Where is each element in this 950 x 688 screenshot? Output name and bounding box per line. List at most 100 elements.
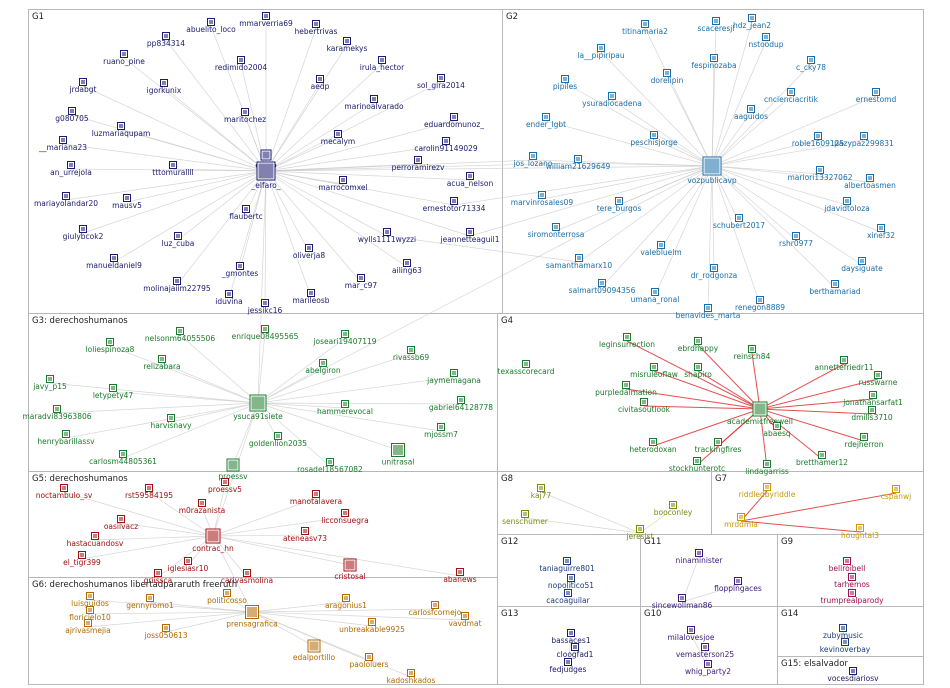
- node-jos_lozano[interactable]: jos_lozano: [513, 152, 553, 169]
- node-rshr0977[interactable]: rshr0977: [779, 232, 813, 249]
- node-edalportillo[interactable]: edalportillo: [293, 639, 336, 662]
- node-schubert2017[interactable]: schubert2017: [713, 214, 765, 231]
- node-sol_gira2014[interactable]: sol_gira2014: [417, 74, 465, 91]
- node-kaj77[interactable]: kaj77: [531, 484, 552, 501]
- node-tttomurallll[interactable]: tttomurallll: [152, 161, 194, 178]
- node-rivassb69[interactable]: rivassb69: [393, 346, 430, 363]
- node-rosadel18567082[interactable]: rosadel18567082: [297, 458, 363, 475]
- node-ateneasv73[interactable]: ateneasv73: [283, 527, 327, 544]
- node-mariayolandar20[interactable]: mariayolandar20: [34, 192, 98, 209]
- node-annettefriedr11[interactable]: annettefriedr11: [814, 356, 874, 373]
- node-paololuers[interactable]: paololuers: [349, 653, 389, 670]
- node-floricielo10[interactable]: floricielo10: [69, 606, 111, 623]
- node-sincewollman86[interactable]: sincewollman86: [652, 594, 713, 611]
- node-carolin91149029[interactable]: carolin91149029: [414, 137, 478, 154]
- node-luzmariaqupam[interactable]: luzmariaqupam: [92, 122, 151, 139]
- node-mausv5[interactable]: mausv5: [112, 194, 142, 211]
- node-jonathansarfat1[interactable]: jonathansarfat1: [842, 391, 903, 408]
- node-noctambulo_sv[interactable]: noctambulo_sv: [36, 484, 93, 501]
- node-g080705[interactable]: g080705: [55, 107, 89, 124]
- node-vocesdiariosv[interactable]: vocesdiariosv: [827, 667, 879, 684]
- node-kevinoverbay[interactable]: kevinoverbay: [820, 638, 871, 655]
- node-samanthamarx10[interactable]: samanthamarx10: [546, 254, 612, 271]
- node-giulybcok2[interactable]: giulybcok2: [63, 225, 104, 242]
- node-irula_hector[interactable]: irula_hector: [360, 56, 405, 73]
- node-contrac_hn[interactable]: contrac_hn: [192, 528, 234, 553]
- node-academicfreewell[interactable]: academicfreewell: [727, 401, 793, 426]
- node-eduardomunoz_[interactable]: eduardomunoz_: [424, 113, 484, 130]
- node-reinsch84[interactable]: reinsch84: [734, 345, 771, 362]
- node-booconley[interactable]: booconley: [654, 501, 693, 518]
- node-fespinozaba[interactable]: fespinozaba: [691, 54, 737, 71]
- node-mariori13327062[interactable]: mariori13327062: [788, 166, 853, 183]
- node-c_cky78[interactable]: c_cky78: [796, 56, 826, 73]
- node-cspanwj[interactable]: cspanwj: [881, 485, 911, 502]
- node-an_urrejola[interactable]: an_urrejola: [50, 161, 92, 178]
- node-peschisjorge[interactable]: peschisjorge: [630, 131, 678, 148]
- node-javy_p15[interactable]: javy_p15: [32, 375, 67, 392]
- node-milalovesjoe[interactable]: milalovesjoe: [668, 626, 715, 643]
- node-proessv5[interactable]: proessv5: [208, 478, 242, 495]
- node-renegon8889[interactable]: renegon8889: [735, 296, 785, 313]
- node-riddledbyriddle[interactable]: riddledbyriddle: [739, 483, 796, 500]
- node-hebertrivas[interactable]: hebertrivas: [295, 20, 338, 37]
- node-valebluelm[interactable]: valebluelm: [640, 241, 682, 258]
- node-ruano_pine[interactable]: ruano_pine: [103, 50, 145, 67]
- node-tarhemos[interactable]: tarhemos: [834, 573, 870, 590]
- node-hammerevocal[interactable]: hammerevocal: [317, 400, 373, 417]
- node-_elfaro_[interactable]: _elfaro_: [251, 161, 281, 190]
- node-loliespinoza8[interactable]: loliespinoza8: [86, 338, 135, 355]
- node-__mariana23[interactable]: __mariana23: [38, 136, 87, 153]
- node-ender_lgbt[interactable]: ender_lgbt: [526, 113, 566, 130]
- node-iduvina[interactable]: iduvina: [215, 290, 243, 307]
- node-daysiguate[interactable]: daysiguate: [841, 257, 883, 274]
- node-hastacuandosv[interactable]: hastacuandosv: [67, 532, 124, 549]
- node-marrocomxel[interactable]: marrocomxel: [318, 176, 368, 193]
- node-nstoodup[interactable]: nstoodup: [748, 33, 784, 50]
- node-jdavidtoloza[interactable]: jdavidtoloza: [823, 197, 870, 214]
- node-maritochez[interactable]: maritochez: [224, 108, 266, 125]
- node-shapiro[interactable]: shapiro: [684, 363, 712, 380]
- node-cacoaguilar[interactable]: cacoaguilar: [546, 589, 591, 606]
- node-dorelipin[interactable]: dorelipin: [651, 69, 684, 86]
- node-cncienciacritik[interactable]: cncienciacritik: [764, 88, 819, 105]
- node-jessikc16[interactable]: jessikc16: [247, 299, 283, 316]
- node-vozpublicavp[interactable]: vozpublicavp: [687, 156, 737, 185]
- node-luz_cuba[interactable]: luz_cuba: [162, 232, 195, 249]
- node-purpledalmation[interactable]: purpledalmation: [595, 381, 657, 398]
- node-la__pipiripau[interactable]: la__pipiripau: [577, 44, 625, 61]
- node-carivasmolina[interactable]: carivasmolina: [221, 569, 273, 586]
- node-karamekys[interactable]: karamekys: [327, 37, 368, 54]
- node-oliverja8[interactable]: oliverja8: [293, 244, 326, 261]
- node-houghtal3[interactable]: houghtal3: [841, 524, 879, 541]
- node-licconsuegra[interactable]: licconsuegra: [321, 509, 369, 526]
- node-berthamariad[interactable]: berthamariad: [809, 280, 861, 297]
- node-acua_nelson[interactable]: acua_nelson: [447, 172, 494, 189]
- node-pazypaz299831[interactable]: pazypaz299831: [834, 132, 894, 149]
- node-misruleoflaw[interactable]: misruleoflaw: [630, 363, 678, 380]
- node-siromonterrosa[interactable]: siromonterrosa: [528, 223, 585, 240]
- node-ninaminister[interactable]: ninaminister: [676, 549, 724, 566]
- node-albertoasmen[interactable]: albertoasmen: [844, 174, 896, 191]
- node-mar_c97[interactable]: mar_c97: [345, 274, 378, 291]
- node-nopolitico51[interactable]: nopolitico51: [548, 574, 594, 591]
- node-jeannetteaguil1[interactable]: jeannetteaguil1: [440, 228, 500, 245]
- node-joss050613[interactable]: joss050613: [143, 624, 188, 641]
- node-abaesq[interactable]: abaesq: [763, 422, 791, 439]
- node-maradvi83963806[interactable]: maradvi83963806: [22, 405, 92, 422]
- node-luisguidos[interactable]: luisguidos: [71, 592, 109, 609]
- node-pp834314[interactable]: pp834314: [147, 32, 185, 49]
- node-stockhunterotc[interactable]: stockhunterotc: [669, 457, 725, 474]
- node-jrdabgt[interactable]: jrdabgt: [69, 78, 97, 95]
- node-carlosm44805361[interactable]: carlosm44805361: [89, 450, 157, 467]
- node-jeresist[interactable]: jeresist: [625, 525, 654, 542]
- node-senschumer[interactable]: senschumer: [502, 510, 549, 527]
- node-taniaguirre801[interactable]: taniaguirre801: [539, 557, 595, 574]
- node-trackingfires[interactable]: trackingfires: [695, 438, 742, 455]
- node-wylls1111wyzzi[interactable]: wylls1111wyzzi: [358, 228, 416, 245]
- node-hdz_jean2[interactable]: hdz_jean2: [733, 14, 771, 31]
- node-pipiles[interactable]: pipiles: [553, 75, 577, 92]
- node-el_tigr399[interactable]: el_tigr399: [63, 551, 101, 568]
- node-abuelito_loco[interactable]: abuelito_loco: [186, 18, 236, 35]
- node-m0razanista[interactable]: m0razanista: [179, 499, 226, 516]
